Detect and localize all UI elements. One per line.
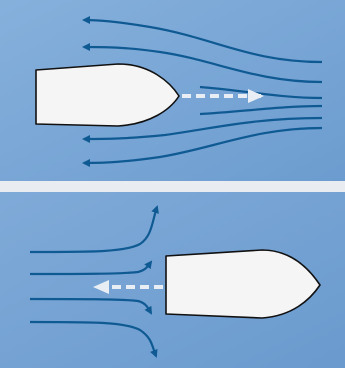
boat-hull	[35, 63, 180, 127]
flow-line	[82, 126, 323, 167]
boat-hull	[165, 249, 321, 319]
flow-line	[29, 320, 158, 358]
flow-line	[82, 116, 323, 143]
flow-line	[82, 43, 323, 84]
flow-line	[199, 104, 323, 116]
panel-divider	[0, 181, 345, 192]
flow-line	[82, 16, 323, 64]
flow-line	[29, 297, 153, 315]
flow-line	[29, 205, 159, 254]
flow-line	[29, 260, 153, 276]
panel-reverse-motion	[0, 192, 345, 368]
panel-forward-motion	[0, 0, 345, 181]
